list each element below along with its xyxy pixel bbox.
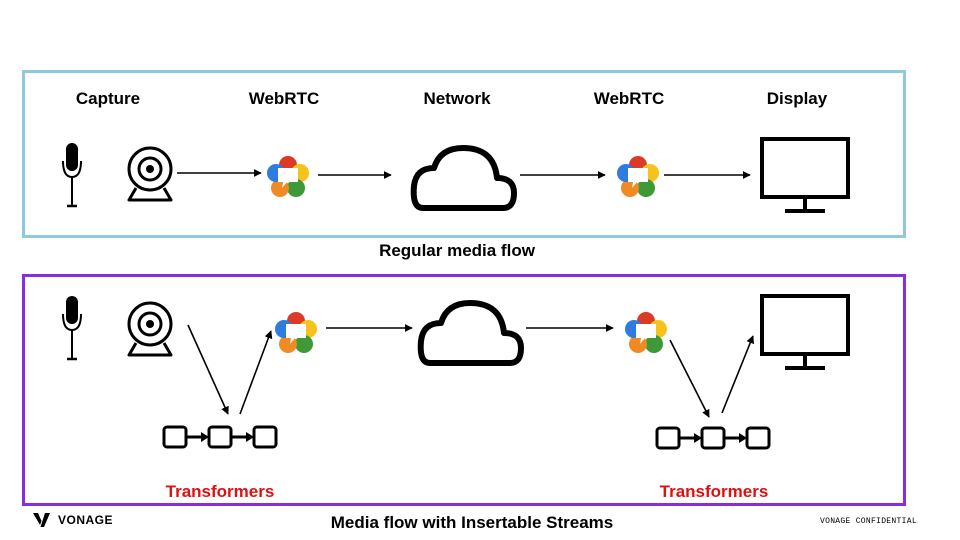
column-title-capture: Capture <box>75 89 141 108</box>
monitor-icon <box>760 294 850 370</box>
webcam-icon <box>127 146 173 202</box>
cloud-icon <box>414 148 514 208</box>
regular-flow-frame <box>22 70 906 238</box>
webcam-icon <box>127 301 173 357</box>
arrow-transformers-to-display <box>721 335 755 414</box>
webrtc-logo-icon <box>617 156 659 197</box>
brand-name: VONAGE <box>58 513 114 527</box>
microphone-icon <box>61 294 83 361</box>
arrow-transformers-to-webrtc <box>239 330 273 415</box>
column-title-webrtc-receiver: WebRTC <box>593 89 665 108</box>
insertable-flow-frame <box>22 274 906 506</box>
insertable-flow-caption: Media flow with Insertable Streams <box>330 513 614 532</box>
transformers-label-sender: Transformers <box>165 482 275 501</box>
transformer-chain-icon <box>162 425 278 449</box>
regular-flow-caption: Regular media flow <box>379 241 535 260</box>
transformer-chain-icon <box>655 426 771 450</box>
arrow-webrtc-to-transformers <box>669 339 710 418</box>
cloud-icon <box>421 303 521 363</box>
monitor-icon <box>760 137 850 213</box>
vonage-brand: VONAGE <box>32 512 113 528</box>
microphone-icon <box>61 141 83 208</box>
vonage-logo-icon <box>33 513 50 527</box>
column-title-webrtc-sender: WebRTC <box>248 89 320 108</box>
arrow-capture-to-transformers <box>187 324 229 415</box>
webrtc-logo-icon <box>625 312 667 353</box>
webrtc-logo-icon <box>267 156 309 197</box>
column-title-display: Display <box>766 89 828 108</box>
webrtc-logo-icon <box>275 312 317 353</box>
confidential-notice: VONAGE CONFIDENTIAL <box>820 517 917 526</box>
column-title-network: Network <box>423 89 491 108</box>
transformers-label-receiver: Transformers <box>659 482 769 501</box>
